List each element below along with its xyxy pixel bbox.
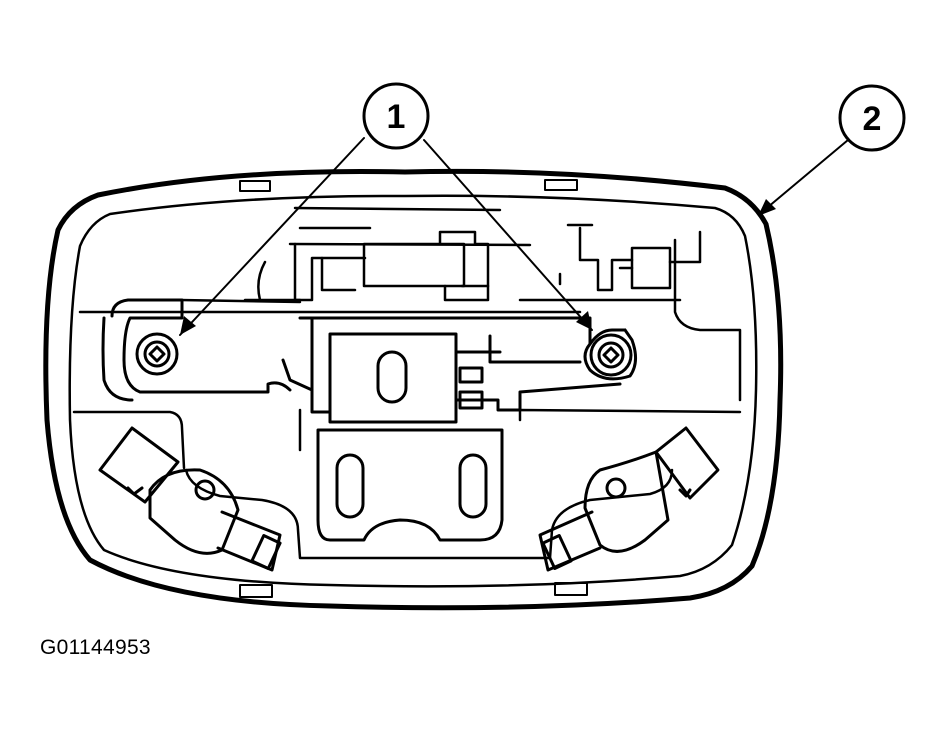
- lamp-compartment-divider: [72, 408, 742, 560]
- left-lamp-socket: [98, 426, 282, 572]
- center-switch-block: [281, 316, 627, 424]
- housing-inner-outline: [68, 194, 758, 588]
- left-screw-boss: [101, 298, 292, 402]
- right-lamp-socket: [538, 426, 720, 572]
- center-lens-plate: [316, 428, 504, 542]
- top-clip-right: [544, 179, 578, 191]
- callout-arrowheads: [180, 199, 776, 335]
- figure-id-label: G01144953: [40, 636, 151, 659]
- top-clip-left: [239, 180, 271, 192]
- bottom-clip-left: [239, 584, 273, 598]
- callout-1-label: 1: [387, 98, 406, 136]
- callout-1-circle: [362, 82, 430, 150]
- upper-wiring: [78, 206, 742, 402]
- callout-2-circle: [838, 84, 906, 152]
- callout-2-label: 2: [863, 100, 882, 138]
- right-screw-boss: [583, 328, 637, 381]
- lamp-housing-outline: [43, 168, 784, 611]
- callout-leaders: [179, 137, 849, 336]
- bottom-clip-right: [554, 582, 588, 596]
